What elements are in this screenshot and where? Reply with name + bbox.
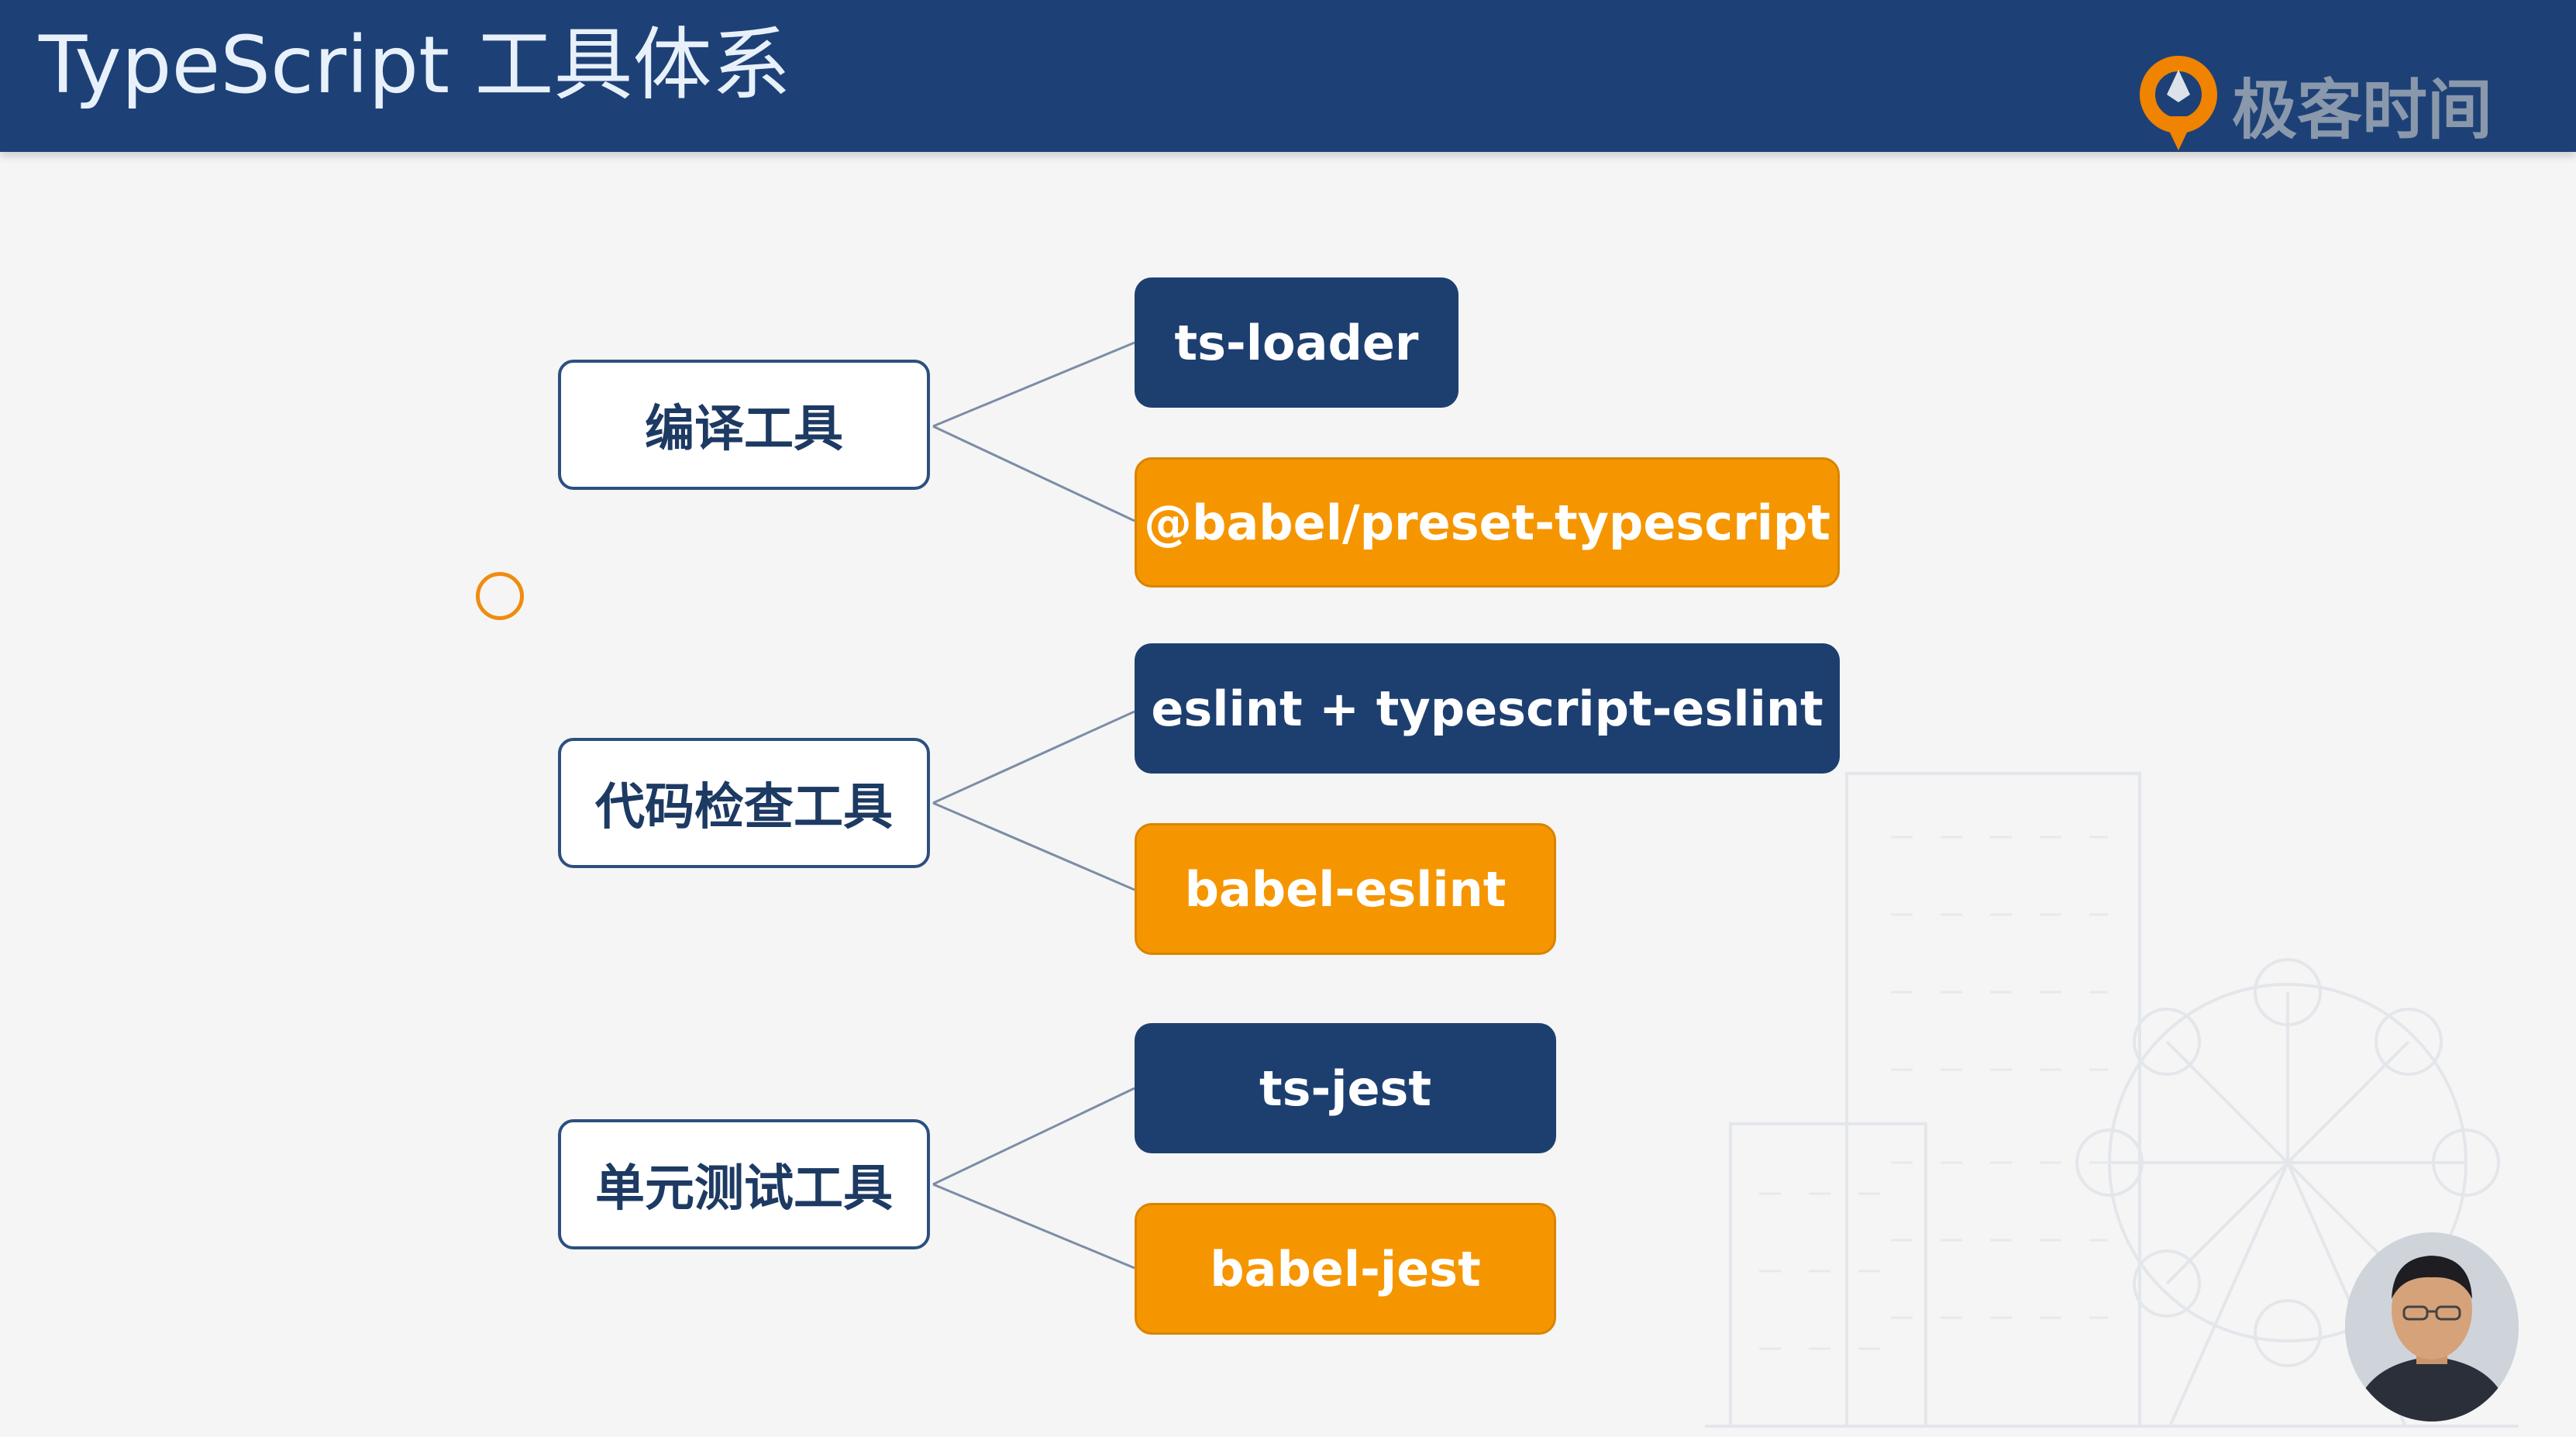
header-bar: TypeScript 工具体系 极客时间 [0,0,2576,152]
geektime-logo-icon [2139,56,2217,150]
connector-line [932,1087,1135,1186]
connector-line [932,341,1135,428]
tool-babel-preset-typescript: @babel/preset-typescript [1135,457,1840,588]
category-lint-tools: 代码检查工具 [558,738,930,868]
tool-ts-loader: ts-loader [1135,277,1458,408]
presenter-avatar-icon [2345,1232,2519,1421]
brand: 极客时间 [2136,54,2492,155]
tool-ts-jest: ts-jest [1135,1023,1556,1153]
tool-babel-jest: babel-jest [1135,1203,1556,1335]
page-title: TypeScript 工具体系 [39,19,791,112]
connector-line [932,1183,1135,1270]
category-unit-test-tools: 单元测试工具 [558,1119,930,1249]
connector-line [932,801,1135,891]
tool-babel-eslint: babel-eslint [1135,823,1556,955]
presenter-video-avatar [2345,1232,2519,1421]
pointer-ring-icon [476,572,524,620]
connector-line [932,425,1135,522]
tool-eslint-typescript-eslint: eslint + typescript-eslint [1135,643,1840,774]
connector-line [932,710,1135,805]
brand-name: 极客时间 [2231,71,2492,148]
category-compile-tools: 编译工具 [558,360,930,490]
